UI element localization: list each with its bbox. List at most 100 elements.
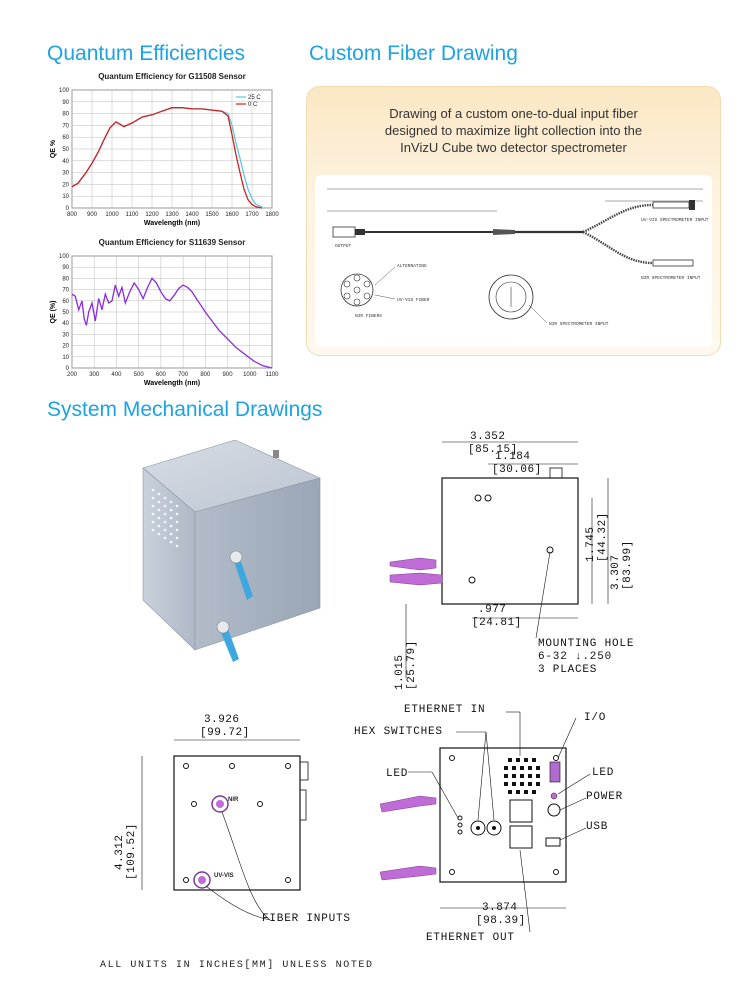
x-tick-label: 400 [111,372,122,378]
fiber-section-title: Custom Fiber Drawing [309,42,518,65]
x-tick-label: 500 [134,372,145,378]
back-width-mm: [98.39] [476,915,526,927]
y-tick-label: 0 [66,206,70,212]
legend-label: 0 C [248,102,258,108]
y-tick-label: 90 [62,265,69,271]
y-tick-label: 30 [62,171,69,177]
x-tick-label: 1000 [105,212,119,218]
side-bottom-mm: [24.81] [472,617,522,629]
legend-label: 25 C [248,95,261,101]
nir-fibers-label: NIR FIBERS [355,313,382,319]
x-tick-label: 1100 [126,212,140,218]
x-tick-label: 800 [200,372,211,378]
y-tick-label: 100 [59,254,70,260]
front-height-in: 4.312 [114,834,126,870]
side-view-drawing [389,441,609,678]
qe-chart-g11508: 0 10 20 30 40 50 60 70 80 90 100 800 900 1000 1100 1200… [50,88,279,227]
x-tick-label: 1700 [245,212,259,218]
fiber-description-line: Drawing of a custom one-to-dual input fi… [389,106,638,121]
x-tick-label: 600 [156,372,167,378]
qe-section-title: Quantum Efficiencies [47,42,246,65]
side-height-in: 3.307 [610,554,622,590]
x-axis-title: Wavelength (nm) [144,220,200,227]
y-tick-label: 50 [62,147,69,153]
y-tick-label: 20 [62,344,69,350]
fiber-technical-drawing: OUTPUT ALTERNATING UV-VIS FIBER NIR FIBE… [315,175,712,347]
y-tick-label: 40 [62,321,69,327]
led-left-callout: LED [386,768,409,780]
side-width-in: 3.352 [470,431,506,443]
front-height-mm: [109.52] [126,823,138,880]
ethernet-out-callout: ETHERNET OUT [426,932,515,944]
series-line-1 [71,107,263,209]
uv-vis-spec-input-label: UV-VIS SPECTROMETER INPUT [641,217,709,223]
y-tick-label: 80 [62,276,69,282]
side-left-mm: [25.79] [406,640,418,690]
uv-vis-port-label: UV-VIS [214,873,234,879]
fiber-description: Drawing of a custom one-to-dual input fi… [307,105,720,156]
y-tick-label: 60 [62,135,69,141]
y-tick-label: 40 [62,159,69,165]
ethernet-in-callout: ETHERNET IN [404,704,486,716]
mech-section-title: System Mechanical Drawings [47,398,323,421]
nir-spec-input-label: NIR SPECTROMETER INPUT [549,321,609,327]
x-tick-label: 300 [89,372,100,378]
side-bottom-in: .977 [478,604,507,616]
chart-1-title: Quantum Efficiency for G11508 Sensor [98,72,246,81]
x-tick-label: 1300 [165,212,179,218]
usb-callout: USB [586,821,609,833]
x-tick-label: 1500 [205,212,219,218]
front-width-mm: [99.72] [200,727,250,739]
mounting-hole-line: 6-32 ↓.250 [538,651,613,663]
y-tick-label: 80 [62,112,69,118]
side-offset-mm: [30.06] [492,464,542,476]
y-tick-label: 10 [62,355,69,361]
y-tick-label: 60 [62,299,69,305]
x-tick-label: 1800 [265,212,279,218]
x-tick-label: 1600 [225,212,239,218]
x-tick-label: 800 [67,212,78,218]
y-axis-title: QE (%) [50,301,57,324]
x-tick-label: 1100 [266,372,280,378]
y-tick-label: 100 [59,88,70,94]
side-offset-in: 1.184 [495,451,531,463]
side-height-mm: [83.99] [622,540,634,590]
fiber-inputs-callout: FIBER INPUTS [262,913,351,925]
x-tick-label: 700 [178,372,189,378]
front-width-in: 3.926 [204,714,240,726]
y-tick-label: 90 [62,100,69,106]
x-tick-label: 900 [87,212,98,218]
y-tick-label: 70 [62,123,69,129]
y-axis-title: QE % [50,139,57,158]
fiber-description-line: designed to maximize light collection in… [384,123,643,138]
x-tick-label: 1400 [185,212,199,218]
alternating-label: ALTERNATING [397,263,427,269]
y-tick-label: 20 [62,182,69,188]
units-footnote: ALL UNITS IN INCHES[MM] UNLESS NOTED [100,960,374,971]
led-right-callout: LED [592,767,615,779]
side-hole-h-in: 1.745 [585,526,597,562]
mounting-hole-callout: MOUNTING HOLE 6-32 ↓.250 3 PLACES [538,638,634,677]
side-left-in: 1.015 [394,654,406,690]
uv-vis-fiber-label: UV-VIS FIBER [397,297,430,303]
cube-3d-render [142,440,321,662]
series-line-0 [71,277,273,369]
y-tick-label: 30 [62,332,69,338]
fiber-description-line: InVizU Cube two detector spectrometer [400,140,627,155]
y-tick-label: 70 [62,288,69,294]
front-view-drawing [141,739,309,921]
x-tick-label: 1000 [243,372,257,378]
nir-spec-input-branch-label: NIR SPECTROMETER INPUT [641,275,701,281]
back-view-drawing [380,711,591,933]
x-tick-label: 200 [67,372,78,378]
power-callout: POWER [586,791,624,803]
y-tick-label: 10 [62,194,69,200]
x-tick-label: 900 [223,372,234,378]
side-width-mm: [85.15] [468,444,518,456]
x-tick-label: 1200 [145,212,159,218]
mounting-hole-line: MOUNTING HOLE [538,638,635,650]
fiber-drawing-panel: Drawing of a custom one-to-dual input fi… [306,86,721,356]
chart-2-title: Quantum Efficiency for S11639 Sensor [98,238,246,247]
io-callout: I/O [584,712,607,724]
